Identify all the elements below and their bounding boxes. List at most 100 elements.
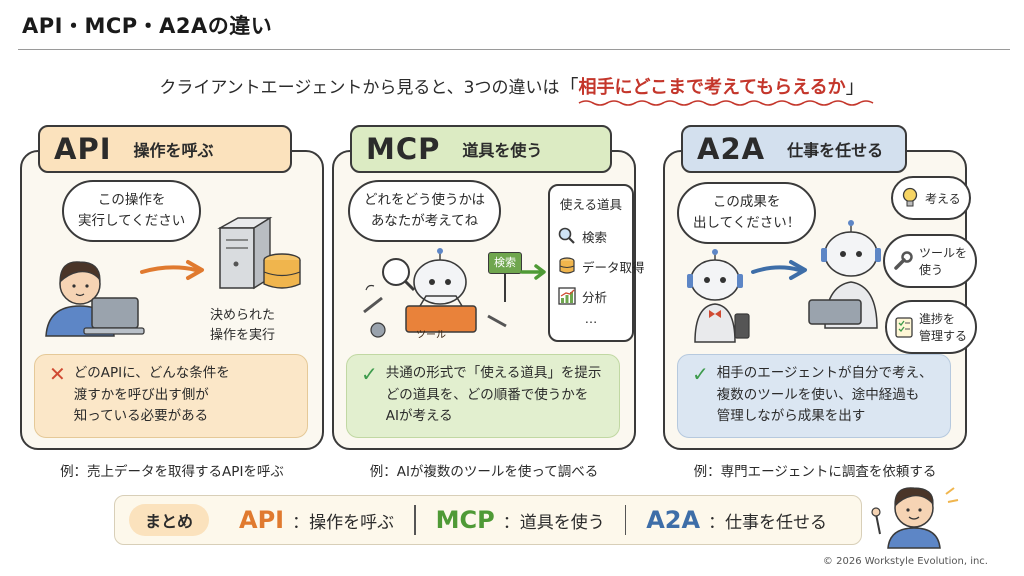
page-title: API・MCP・A2Aの違い xyxy=(22,14,273,38)
toolbox-label: ツール xyxy=(416,330,446,341)
thought-cloud: ツールを 使う xyxy=(883,234,978,288)
a2a-result-line: 相手のエージェントが自分で考え、 xyxy=(716,365,933,381)
lightbulb-icon xyxy=(902,187,918,207)
cross-icon: ✕ xyxy=(49,362,66,386)
tool-list-label: 検索 xyxy=(582,229,608,245)
tool-list-title: 使える道具 xyxy=(559,197,623,212)
a2a-tab-key: A2A xyxy=(697,132,766,166)
wavy-underline xyxy=(578,100,873,106)
summary-item-mcp: MCP ：道具を使う xyxy=(436,506,605,534)
thought-label: ツールを xyxy=(919,246,968,260)
summary-text: ：道具を使う xyxy=(502,512,605,533)
server-label-line: 操作を実行 xyxy=(210,328,276,344)
tool-list-label: 分析 xyxy=(582,289,608,305)
tool-list-more: … xyxy=(584,311,598,326)
check-icon: ✓ xyxy=(361,362,378,386)
a2a-tab-tagline: 仕事を任せる xyxy=(787,141,884,160)
summary-divider xyxy=(414,505,416,535)
robot-toolbox-icon xyxy=(363,248,507,338)
a2a-result-text: 相手のエージェントが自分で考え、 複数のツールを使い、途中経過も 管理しながら成… xyxy=(717,363,933,431)
a2a-result-line: 複数のツールを使い、途中経過も xyxy=(716,386,920,403)
api-speech-bubble: この操作を 実行してください xyxy=(62,180,202,242)
check-icon: ✓ xyxy=(692,362,709,386)
copyright: © 2026 Workstyle Evolution, inc. xyxy=(822,556,988,567)
api-tab-key: API xyxy=(54,132,112,166)
thought-label: 使う xyxy=(919,263,944,277)
person-laptop-icon xyxy=(45,261,145,337)
tool-list-label: データ取得 xyxy=(582,259,645,275)
sign-pole xyxy=(504,274,506,302)
a2a-bubble-line: 出してください！ xyxy=(693,214,801,231)
thought-text: ツールを 使う xyxy=(919,244,967,278)
agent-robot-laptop-icon xyxy=(808,220,881,329)
search-sign: 検索 xyxy=(488,252,522,274)
tool-list-panel: 使える道具 検索 データ取得 分析 … xyxy=(548,184,645,342)
summary-text: ：操作を呼ぶ xyxy=(292,512,395,533)
a2a-result-box: ✓ 相手のエージェントが自分で考え、 複数のツールを使い、途中経過も 管理しなが… xyxy=(677,354,951,438)
thought-cloud: 考える xyxy=(891,176,971,220)
wrench-icon xyxy=(894,251,913,270)
thought-cloud: 進捗を 管理する xyxy=(885,300,978,354)
summary-key: API xyxy=(239,506,285,534)
summary-bar: まとめ API ：操作を呼ぶ MCP ：道具を使う A2A ：仕事を任せる xyxy=(114,495,862,545)
mcp-result-box: ✓ 共通の形式で「使える道具」を提示 どの道具を、どの順番で使うかを AIが考え… xyxy=(346,354,620,438)
mcp-tab: MCP 道具を使う xyxy=(350,125,612,173)
api-card: API 操作を呼ぶ この操作を 実行してください 決められた 操作を実行 xyxy=(20,125,324,450)
mcp-speech-bubble: どれをどう使うかは あなたが考えてね xyxy=(348,180,501,242)
api-result-text: どのAPIに、どんな条件を 渡すかを呼び出す側が 知っている必要がある xyxy=(74,363,230,431)
tool-list-item: 分析 xyxy=(558,281,624,311)
subtitle: クライアントエージェントから見ると、3つの違いは「相手にどこまで考えてもらえるか… xyxy=(0,72,1024,106)
mcp-tab-key: MCP xyxy=(366,132,441,166)
mcp-result-line: AIが考える xyxy=(385,408,453,425)
api-bubble-line: この操作を xyxy=(97,192,166,208)
thought-text: 進捗を 管理する xyxy=(919,310,967,344)
summary-divider xyxy=(624,505,627,535)
mcp-result-line: どの道具を、どの順番で使うかを xyxy=(385,386,589,403)
server-label: 決められた 操作を実行 xyxy=(210,306,275,346)
api-example: 例：売上データを取得するAPIを呼ぶ xyxy=(60,464,284,480)
subtitle-open-bracket: 「 xyxy=(559,76,579,98)
api-result-line: 知っている必要がある xyxy=(73,408,209,425)
database-icon xyxy=(559,257,575,274)
client-robot-icon xyxy=(687,249,750,343)
summary-text: ：仕事を任せる xyxy=(708,512,828,533)
api-tab: API 操作を呼ぶ xyxy=(38,125,292,173)
chart-icon xyxy=(558,287,576,305)
summary-key: A2A xyxy=(646,506,701,534)
summary-item-a2a: A2A ：仕事を任せる xyxy=(646,506,827,534)
api-tab-tagline: 操作を呼ぶ xyxy=(133,141,214,160)
summary-badge: まとめ xyxy=(129,504,210,536)
server-icon xyxy=(217,216,301,290)
a2a-bubble-line: この成果を xyxy=(712,194,781,210)
thought-label: 進捗を xyxy=(919,312,956,326)
title-divider xyxy=(18,49,1010,50)
mcp-bubble-line: あなたが考えてね xyxy=(370,212,479,229)
summary-item-api: API ：操作を呼ぶ xyxy=(239,506,394,534)
subtitle-accent-text: 相手にどこまで考えてもらえるか xyxy=(578,77,846,98)
mcp-example: 例：AIが複数のツールを使って調べる xyxy=(369,464,599,480)
server-label-line: 決められた xyxy=(210,308,276,323)
api-result-line: 渡すかを呼び出す側が xyxy=(73,386,209,403)
presenter-icon xyxy=(871,487,959,549)
subtitle-lead: クライアントエージェントから見ると、3つの違いは xyxy=(159,78,560,98)
thought-label: 管理する xyxy=(919,329,968,343)
subtitle-accent: 相手にどこまで考えてもらえるか xyxy=(578,77,873,106)
subtitle-close-bracket: 」 xyxy=(845,76,865,98)
a2a-speech-bubble: この成果を 出してください！ xyxy=(677,182,817,244)
a2a-tab: A2A 仕事を任せる xyxy=(681,125,907,173)
api-result-box: ✕ どのAPIに、どんな条件を 渡すかを呼び出す側が 知っている必要がある xyxy=(34,354,308,438)
thought-label: 考える xyxy=(925,191,961,206)
tool-list-item: データ取得 xyxy=(558,251,645,281)
checklist-icon xyxy=(895,317,913,338)
a2a-example: 例：専門エージェントに調査を依頼する xyxy=(693,464,937,480)
a2a-result-line: 管理しながら成果を出す xyxy=(716,408,866,425)
mcp-tab-tagline: 道具を使う xyxy=(462,141,543,160)
mcp-arrow-icon xyxy=(520,264,546,280)
mcp-result-text: 共通の形式で「使える道具」を提示 どの道具を、どの順番で使うかを AIが考える xyxy=(386,363,602,431)
api-result-line: どのAPIに、どんな条件を xyxy=(73,365,230,381)
mcp-result-line: 共通の形式で「使える道具」を提示 xyxy=(385,365,602,381)
mcp-bubble-line: どれをどう使うかは xyxy=(364,192,485,208)
api-arrow-icon xyxy=(140,260,204,280)
a2a-arrow-icon xyxy=(751,260,807,280)
summary-key: MCP xyxy=(435,506,495,534)
